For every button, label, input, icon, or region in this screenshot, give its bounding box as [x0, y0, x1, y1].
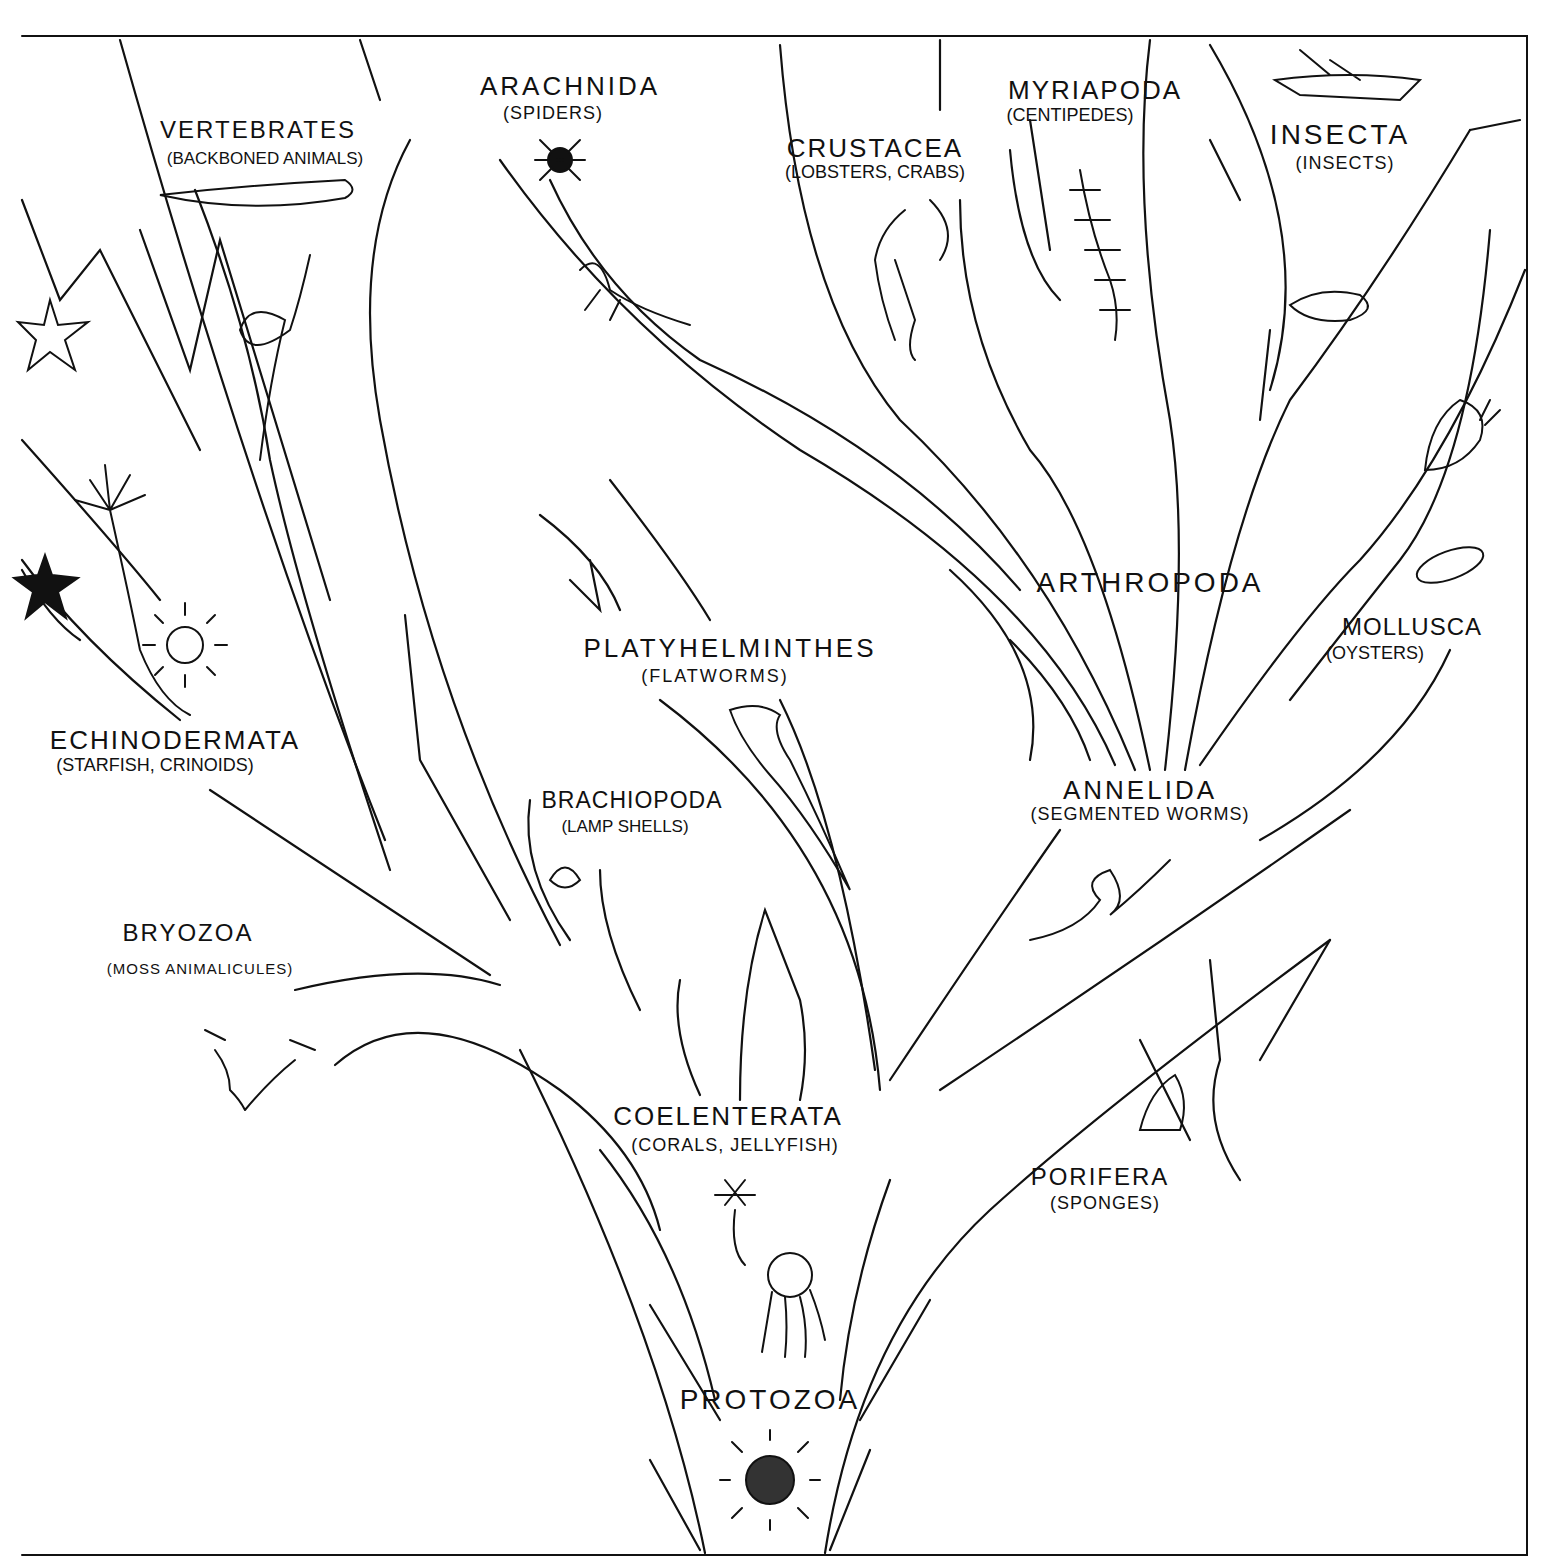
branch-line	[1290, 230, 1490, 700]
clam	[1412, 540, 1487, 590]
taxon-label: (CENTIPEDES)	[1006, 106, 1133, 124]
segmented-worm	[1030, 860, 1170, 940]
taxon-label: (CORALS, JELLYFISH)	[631, 1136, 839, 1154]
branch-line	[650, 1305, 720, 1550]
branch-line	[780, 45, 1135, 770]
branch-line	[1260, 650, 1450, 840]
sea-urchin	[167, 627, 203, 663]
spider-legs	[535, 140, 585, 180]
taxon-label: PORIFERA	[1031, 1165, 1170, 1189]
bryozoan	[205, 1030, 315, 1110]
taxon-label: BRACHIOPODA	[542, 789, 723, 812]
branch-line	[550, 180, 1020, 590]
taxon-label: ECHINODERMATA	[50, 727, 300, 753]
branch-line	[940, 40, 1240, 300]
taxon-label: (STARFISH, CRINOIDS)	[56, 756, 254, 774]
taxon-label: VERTEBRATES	[160, 118, 356, 142]
taxon-label: MOLLUSCA	[1342, 615, 1482, 639]
branch-line	[830, 1300, 930, 1550]
taxon-label: (FLATWORMS)	[641, 667, 789, 685]
jellyfish-tentacles	[762, 1290, 825, 1357]
taxon-label: (SPONGES)	[1050, 1194, 1160, 1212]
branch-line	[600, 870, 640, 1010]
branch-line	[335, 1033, 660, 1230]
branch-line	[360, 40, 380, 100]
jellyfish	[768, 1253, 812, 1297]
taxon-label: INSECTA	[1270, 121, 1410, 149]
branch-line	[950, 570, 1033, 760]
taxon-label: (LOBSTERS, CRABS)	[785, 163, 965, 181]
taxon-label: ARACHNIDA	[480, 73, 660, 99]
taxon-label: (SPIDERS)	[503, 104, 603, 122]
branch-line	[890, 830, 1060, 1080]
starfish	[18, 300, 88, 370]
taxon-label: COELENTERATA	[613, 1103, 843, 1129]
taxon-label: CRUSTACEA	[787, 135, 963, 161]
scorpion	[580, 263, 690, 325]
branch-line	[210, 790, 490, 975]
branch-line	[405, 615, 510, 920]
branch-line	[678, 980, 701, 1095]
branch-line	[780, 700, 875, 1070]
taxon-label: (SEGMENTED WORMS)	[1031, 805, 1250, 823]
taxon-label: MYRIAPODA	[1008, 77, 1182, 103]
lobster	[875, 200, 948, 360]
branch-line	[1140, 940, 1330, 1180]
branch-line	[1143, 40, 1179, 770]
branch-line	[600, 1150, 715, 1400]
taxon-label: PROTOZOA	[680, 1386, 861, 1414]
sea-urchin-spines	[143, 603, 227, 687]
branch-line	[370, 140, 560, 945]
flatworm	[730, 706, 850, 890]
grasshopper	[1275, 50, 1420, 100]
branch-line	[1185, 130, 1470, 770]
sponge	[1140, 1075, 1184, 1130]
branch-line	[295, 974, 500, 990]
snail	[1425, 400, 1500, 470]
insect	[1290, 292, 1368, 321]
taxon-label: BRYOZOA	[123, 921, 254, 945]
organism-drawings	[14, 50, 1500, 1530]
lancelet	[240, 255, 310, 460]
coral	[715, 1180, 755, 1265]
taxon-label: PLATYHELMINTHES	[583, 635, 876, 661]
branch-line	[1260, 120, 1520, 420]
branch-line	[840, 1180, 890, 1400]
branch-line	[740, 910, 805, 1100]
protozoan-spines	[720, 1430, 820, 1530]
branch-line	[140, 230, 330, 600]
branch-line	[660, 700, 880, 1090]
branch-line	[1210, 45, 1286, 390]
starfish	[14, 555, 78, 618]
taxon-label: (MOSS ANIMALICULES)	[107, 961, 294, 976]
branch-line	[120, 40, 385, 840]
taxon-label: (LAMP SHELLS)	[561, 818, 688, 835]
protozoan	[746, 1456, 794, 1504]
fish	[160, 180, 353, 206]
taxon-label: ARTHROPODA	[1036, 569, 1263, 597]
taxon-label: (INSECTS)	[1296, 154, 1395, 172]
taxon-label: (BACKBONED ANIMALS)	[167, 150, 364, 167]
taxon-label: (OYSTERS)	[1326, 644, 1424, 662]
crinoid	[75, 465, 190, 715]
branch-line	[540, 480, 710, 620]
lamp-shell	[550, 868, 580, 888]
branch-line	[500, 160, 1115, 765]
frame	[22, 36, 1527, 1555]
centipede	[1070, 170, 1130, 340]
branch-line	[825, 940, 1330, 1553]
branch-line	[960, 200, 1150, 770]
taxon-label: ANNELIDA	[1063, 777, 1217, 803]
